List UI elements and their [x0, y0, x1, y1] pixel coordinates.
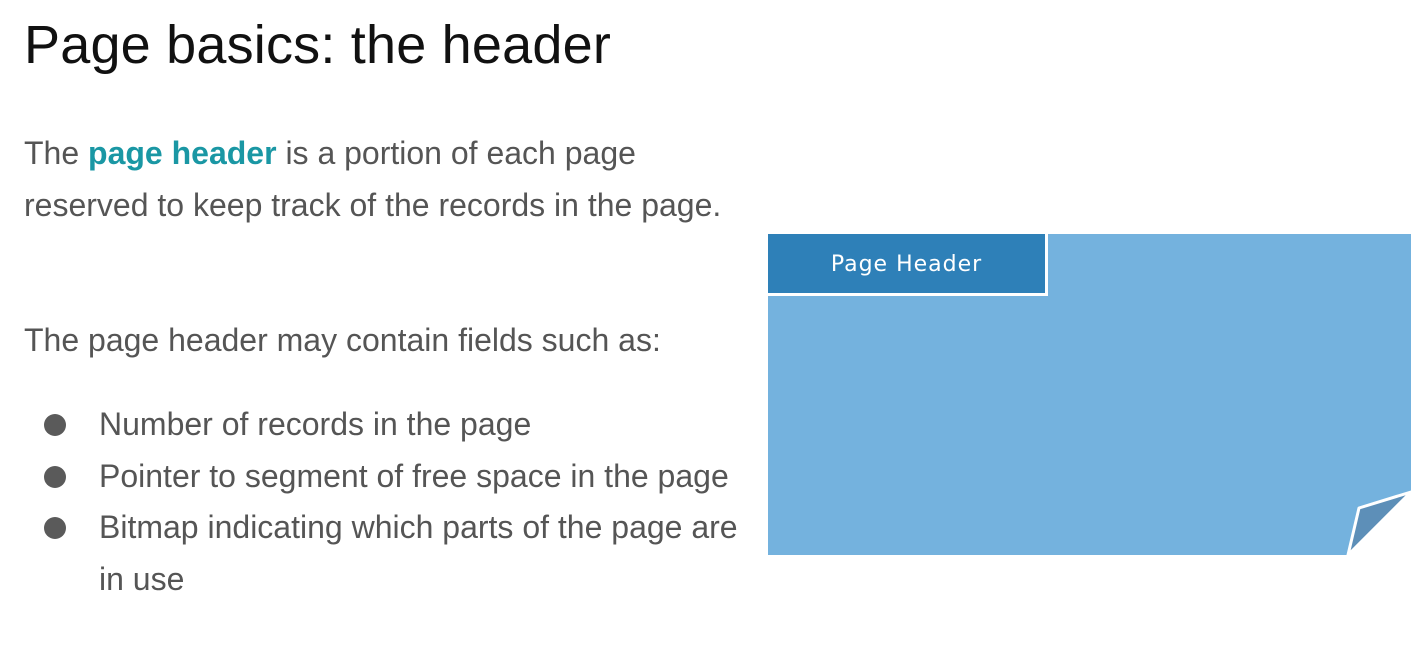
list-item-text: Bitmap indicating which parts of the pag…: [99, 509, 738, 597]
bullet-icon: [44, 414, 66, 436]
page-header-term: page header: [88, 135, 277, 171]
fields-intro: The page header may contain fields such …: [24, 322, 661, 358]
bullet-icon: [44, 517, 66, 539]
field-list: Number of records in the page Pointer to…: [40, 399, 760, 605]
page-fold-icon: [1346, 490, 1411, 555]
page-illustration: [768, 234, 1411, 555]
page-header-label: Page Header: [830, 251, 983, 277]
list-item: Pointer to segment of free space in the …: [40, 451, 760, 503]
intro-suffix: is a portion of each page reserved to ke…: [24, 135, 722, 223]
intro-paragraph: The page header is a portion of each pag…: [24, 128, 759, 231]
list-item-text: Number of records in the page: [99, 406, 532, 442]
page-diagram: Page Header: [768, 234, 1411, 555]
page-header-box: [768, 234, 1045, 293]
bullet-icon: [44, 465, 66, 488]
list-item-text: Pointer to segment of free space in the …: [99, 457, 729, 494]
list-item: Bitmap indicating which parts of the pag…: [40, 502, 760, 605]
page-body: [768, 234, 1411, 555]
list-item: Number of records in the page: [40, 399, 760, 451]
intro-prefix: The: [24, 135, 89, 171]
slide-title: Page basics: the header: [24, 15, 611, 75]
